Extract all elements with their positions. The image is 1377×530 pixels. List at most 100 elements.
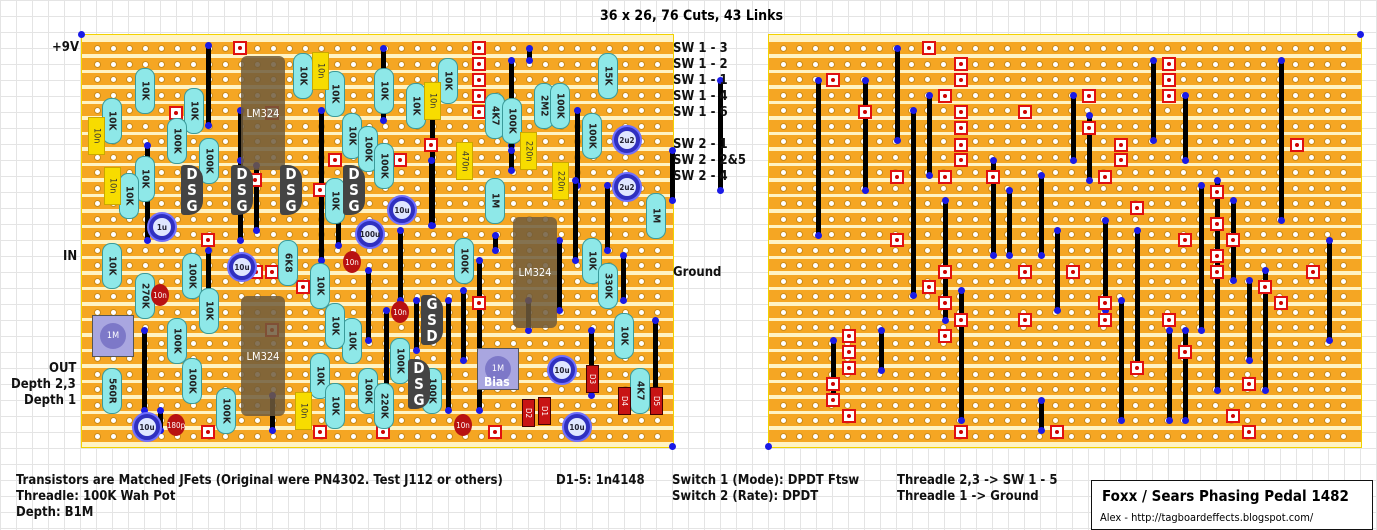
capacitor-value: 2u2	[618, 178, 636, 196]
hole	[988, 370, 995, 378]
hole	[286, 401, 293, 409]
hole	[892, 262, 899, 269]
link-wire	[206, 45, 211, 125]
hole	[1196, 122, 1203, 130]
copper-strip	[82, 290, 673, 302]
hole	[812, 262, 819, 269]
hole	[494, 169, 501, 176]
track-cut	[1210, 265, 1224, 279]
hole	[1148, 184, 1155, 192]
hole	[302, 184, 309, 192]
link-end-dot	[1118, 297, 1125, 304]
copper-strip	[82, 305, 673, 318]
hole	[558, 339, 565, 347]
hole	[334, 138, 341, 145]
note-switch2: Switch 2 (Rate): DPDT	[672, 489, 819, 504]
hole	[1324, 91, 1331, 99]
label-sw2-4: SW 2 - 4	[673, 169, 728, 184]
resistor: 10K	[102, 98, 122, 144]
hole	[398, 45, 405, 52]
track-cut	[954, 105, 968, 119]
hole	[462, 386, 469, 393]
link-end-dot	[1166, 327, 1173, 334]
track-cut	[1290, 138, 1304, 152]
link-wire	[1167, 330, 1172, 420]
hole	[908, 76, 915, 83]
hole	[844, 262, 851, 269]
hole	[350, 60, 357, 68]
hole	[654, 45, 661, 52]
hole	[1276, 231, 1283, 238]
ic-chip: LM324	[513, 217, 557, 328]
hole	[190, 417, 197, 424]
hole	[494, 339, 501, 347]
hole	[780, 386, 787, 393]
track-cut	[1258, 280, 1272, 294]
hole	[606, 122, 613, 130]
hole	[860, 262, 867, 269]
link-wire	[1055, 230, 1060, 310]
hole	[860, 339, 867, 347]
hole	[526, 355, 533, 362]
hole	[222, 246, 229, 254]
hole	[1100, 355, 1107, 362]
hole	[972, 386, 979, 393]
hole	[1068, 184, 1075, 192]
hole	[334, 432, 341, 440]
track-cut	[1114, 138, 1128, 152]
link-end-dot	[990, 252, 997, 259]
hole	[924, 324, 931, 331]
hole	[622, 215, 629, 223]
hole	[606, 386, 613, 393]
resistor: 100K	[502, 98, 522, 144]
hole	[956, 169, 963, 176]
hole	[972, 339, 979, 347]
copper-strip	[769, 88, 1361, 101]
hole	[1100, 370, 1107, 378]
hole	[1340, 386, 1347, 393]
hole	[158, 355, 165, 362]
hole	[238, 432, 245, 440]
hole	[1052, 45, 1059, 52]
track-cut	[1242, 425, 1256, 439]
hole	[1148, 231, 1155, 238]
resistor: 10K	[325, 178, 345, 224]
resistor: 6K8	[278, 240, 298, 286]
hole	[1212, 417, 1219, 424]
link-wire	[1183, 95, 1188, 160]
hole	[286, 339, 293, 347]
link-wire	[527, 48, 532, 60]
hole	[558, 60, 565, 68]
hole	[558, 153, 565, 161]
hole	[286, 370, 293, 378]
note-transistors: Transistors are Matched JFets (Original …	[16, 473, 503, 488]
link-end-dot	[237, 237, 244, 244]
hole	[526, 184, 533, 192]
hole	[1340, 169, 1347, 176]
film-capacitor: 470n	[456, 142, 473, 180]
hole	[908, 370, 915, 378]
hole	[828, 262, 835, 269]
label-sw1-4: SW 1 - 4	[673, 89, 728, 104]
hole	[972, 293, 979, 300]
hole	[1020, 184, 1027, 192]
hole	[1260, 246, 1267, 254]
hole	[654, 60, 661, 68]
hole	[1308, 200, 1315, 207]
hole	[574, 45, 581, 52]
hole	[1260, 91, 1267, 99]
hole	[1212, 107, 1219, 114]
link-wire	[446, 300, 451, 410]
hole	[142, 45, 149, 52]
ic-chip: LM324	[241, 56, 285, 170]
hole	[1052, 107, 1059, 114]
hole	[1100, 386, 1107, 393]
track-cut	[826, 377, 840, 391]
diode: D5	[650, 387, 663, 415]
hole	[1308, 184, 1315, 192]
hole	[924, 231, 931, 238]
track-cut	[1210, 217, 1224, 231]
hole	[302, 122, 309, 130]
hole	[1196, 107, 1203, 114]
hole	[988, 76, 995, 83]
